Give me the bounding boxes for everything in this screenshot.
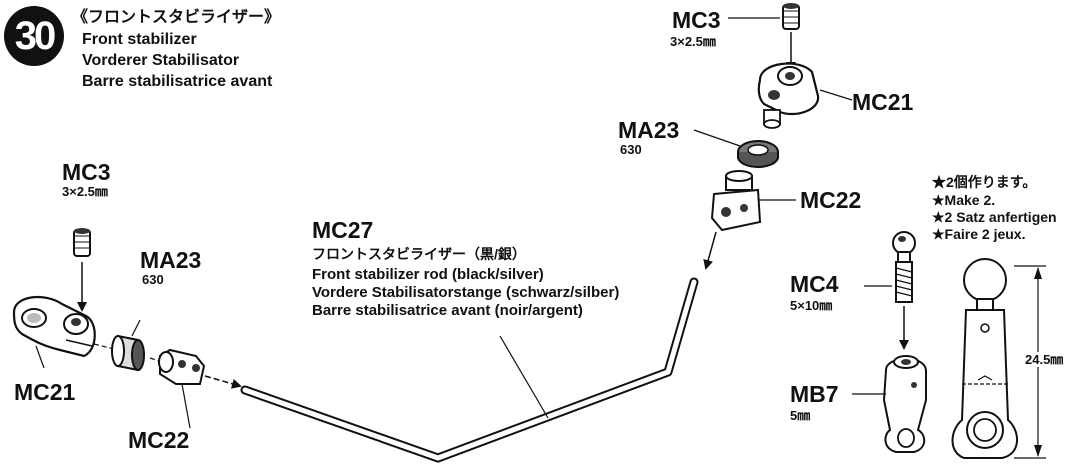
right-mc21-drawing xyxy=(757,62,820,129)
mb7-rodend-drawing xyxy=(852,355,927,453)
rod-desc-jp: フロントスタビライザー（黒/銀） xyxy=(312,246,526,262)
left-mc3-screw-drawing xyxy=(73,228,91,257)
step-title-en: Front stabilizer xyxy=(82,31,197,48)
right-ma23-sub: 630 xyxy=(620,142,642,157)
left-ma23-label: MA23 xyxy=(140,247,202,273)
left-leader-lines xyxy=(35,319,549,429)
mb7-size: 5㎜ xyxy=(790,408,811,423)
assembled-link-drawing xyxy=(951,258,1018,459)
rod-desc-en: Front stabilizer rod (black/silver) xyxy=(312,266,544,283)
dimension-label: 24.5㎜ xyxy=(1024,352,1065,367)
mc4-ballstud-drawing xyxy=(864,231,916,350)
stabilizer-rod xyxy=(240,277,699,463)
left-mc3-label: MC3 xyxy=(62,159,111,185)
left-mc22-label: MC22 xyxy=(128,427,190,453)
mb7-label: MB7 xyxy=(790,381,839,407)
make-note-en: ★Make 2. xyxy=(932,192,996,208)
left-ma23-bushing-drawing xyxy=(111,334,145,372)
mc4-size: 5×10㎜ xyxy=(790,298,833,313)
make-note-de: ★2 Satz anfertigen xyxy=(932,209,1057,225)
step-title-jp: 《フロントスタビライザー》 xyxy=(72,9,281,26)
left-mc21-arm-drawing xyxy=(12,296,96,358)
right-mc22-label: MC22 xyxy=(800,187,862,213)
left-mc3-size: 3×2.5㎜ xyxy=(62,184,108,199)
step-number-badge: 30 xyxy=(4,6,64,66)
right-ma23-bushing-drawing xyxy=(737,140,779,168)
step-title-fr: Barre stabilisatrice avant xyxy=(82,73,273,90)
make-note-fr: ★Faire 2 jeux. xyxy=(932,226,1026,242)
step-title-de: Vorderer Stabilisator xyxy=(82,52,240,69)
right-ma23-label: MA23 xyxy=(618,117,680,143)
right-mc3-label: MC3 xyxy=(672,7,721,33)
make-note-jp: ★2個作ります。 xyxy=(932,174,1037,190)
right-mc3-screw-drawing xyxy=(782,3,800,72)
rod-desc-de: Vordere Stabilisatorstange (schwarz/silb… xyxy=(312,284,620,301)
mc4-label: MC4 xyxy=(790,271,839,297)
right-mc3-size: 3×2.5㎜ xyxy=(670,34,716,49)
left-mc21-label: MC21 xyxy=(14,379,76,405)
left-mc22-ballend-drawing xyxy=(158,348,206,385)
rod-desc-fr: Barre stabilisatrice avant (noir/argent) xyxy=(312,302,583,319)
right-mc21-label: MC21 xyxy=(852,89,914,115)
left-ma23-sub: 630 xyxy=(142,272,164,287)
right-leader-lines xyxy=(693,17,853,201)
rod-code-label: MC27 xyxy=(312,217,374,243)
right-mc22-drawing xyxy=(703,170,762,270)
